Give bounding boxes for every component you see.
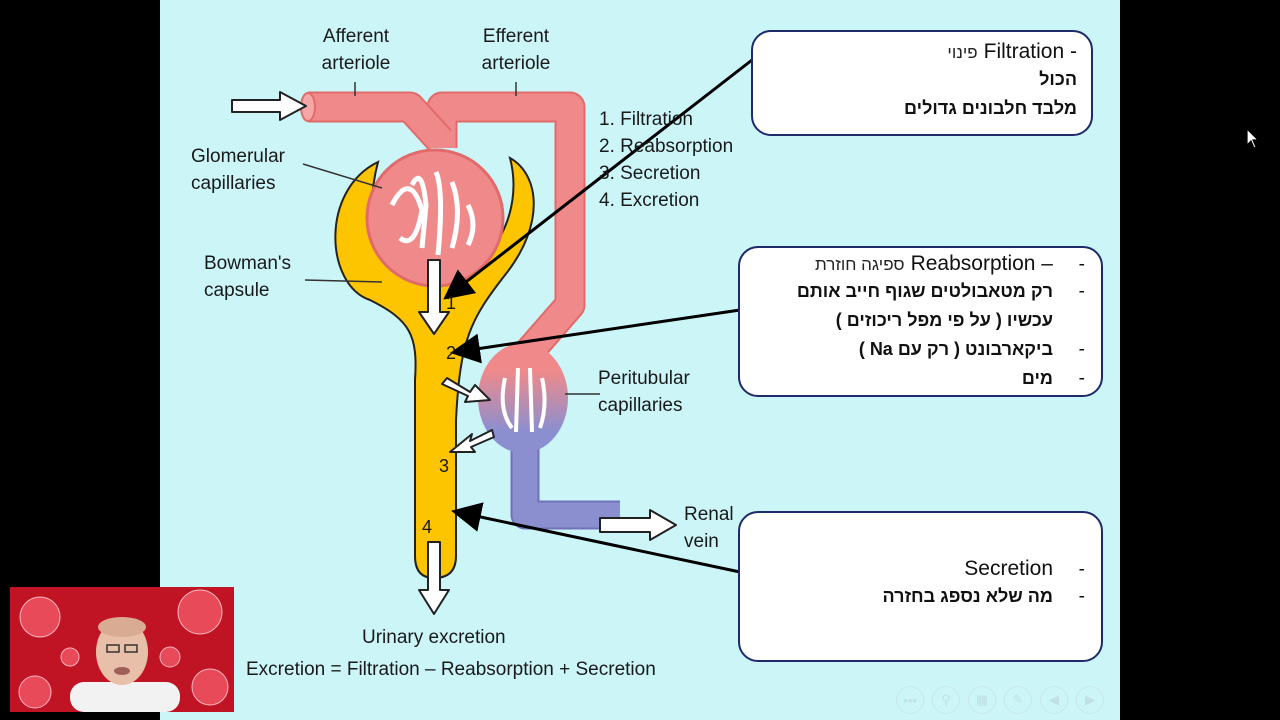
more-icon[interactable]: ••• [896, 686, 924, 714]
step-item: 2. Reabsorption [599, 136, 734, 157]
secretion-title: Secretion [964, 557, 1053, 580]
reabsorption-arrow [441, 377, 491, 403]
bullet-dash: - [1078, 559, 1085, 580]
prev-icon[interactable]: ◀ [1040, 686, 1068, 714]
reabsorption-title-row: ספיגה חוזרת Reabsorption – - [754, 252, 1085, 281]
reabsorption-line: ביקארבונט ( רק עם Na ) [858, 339, 1053, 359]
inflow-arrow [231, 91, 307, 121]
zoom-icon[interactable]: ⚲ [932, 686, 960, 714]
step-item: 1. Filtration [599, 109, 693, 130]
reabsorption-line: רק מטאבולטים שגוף חייב אותם [796, 281, 1053, 301]
bullet-dash: - [1078, 368, 1085, 389]
step-item: 4. Excretion [599, 190, 700, 211]
steps-list: 1. Filtration 2. Reabsorption 3. Secreti… [599, 106, 733, 214]
filtration-line: מלבד חלבונים גדולים [904, 98, 1077, 118]
renal-vein-arrow [599, 509, 677, 541]
secretion-line: מה שלא נספג בחזרה [882, 586, 1053, 606]
reabsorption-line: מים [1021, 368, 1053, 388]
reabsorption-title-en: Reabsorption – [910, 252, 1053, 275]
secretion-arrow [449, 429, 495, 453]
filtration-title-row: פינוי Filtration - [767, 40, 1077, 69]
nephron-diagram [231, 58, 753, 615]
excretion-arrow [418, 541, 450, 615]
reabsorption-box: ספיגה חוזרת Reabsorption – - רק מטאבולטי… [738, 246, 1103, 397]
bullet-dash: - [1078, 281, 1085, 302]
webcam-overlay [10, 587, 234, 712]
filtration-arrow [418, 259, 450, 335]
bullet-dash: - [1078, 254, 1085, 275]
peritubular-capillaries [478, 343, 568, 453]
slideshow-nav: ••• ⚲ ▦ ✎ ◀ ▶ [896, 686, 1104, 714]
filtration-title-en: Filtration - [983, 40, 1077, 63]
excretion-equation: Excretion = Filtration – Reabsorption + … [246, 659, 656, 680]
slides-icon[interactable]: ▦ [968, 686, 996, 714]
filtration-line: הכול [1039, 69, 1077, 89]
marker-2: 2 [446, 343, 457, 363]
secretion-box: Secretion - מה שלא נספג בחזרה - [738, 511, 1103, 662]
pen-icon[interactable]: ✎ [1004, 686, 1032, 714]
webcam-presenter [10, 587, 234, 712]
mouse-pointer-icon [1246, 128, 1260, 149]
bullet-dash: - [1078, 586, 1085, 607]
marker-3: 3 [439, 456, 450, 476]
reabsorption-title-he: ספיגה חוזרת [815, 255, 905, 274]
next-icon[interactable]: ▶ [1076, 686, 1104, 714]
marker-1: 1 [446, 293, 457, 313]
step-item: 3. Secretion [599, 163, 701, 184]
filtration-box: פינוי Filtration - הכול מלבד חלבונים גדו… [751, 30, 1093, 136]
bullet-dash: - [1078, 339, 1085, 360]
filtration-title-he: פינוי [947, 43, 978, 62]
reabsorption-line: עכשיו ( על פי מפל ריכוזים ) [835, 310, 1053, 330]
marker-4: 4 [422, 517, 433, 537]
urinary-excretion-label: Urinary excretion [362, 627, 506, 648]
